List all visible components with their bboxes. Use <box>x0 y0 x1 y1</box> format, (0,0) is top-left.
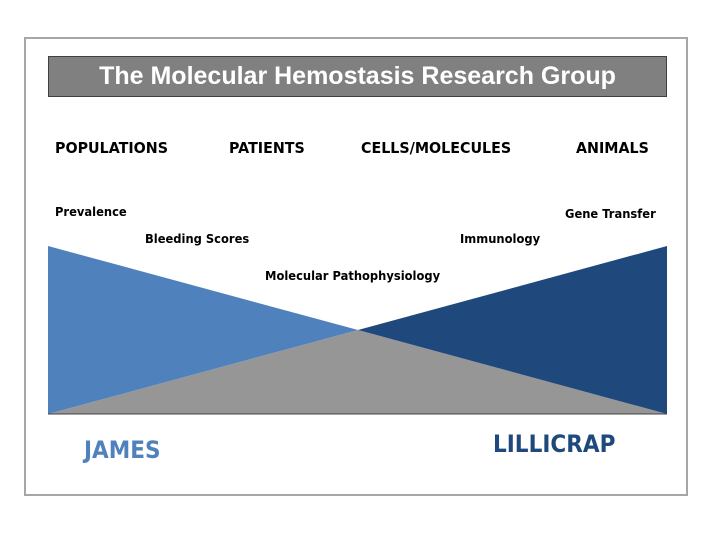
column-heading-patients: PATIENTS <box>229 139 305 157</box>
topic-immunology: Immunology <box>460 231 541 246</box>
left-wedge <box>48 246 358 414</box>
topic-molecular-pathophysiology: Molecular Pathophysiology <box>265 268 441 283</box>
column-heading-cells-molecules: CELLS/MOLECULES <box>361 139 512 157</box>
topic-prevalence: Prevalence <box>55 204 127 219</box>
column-heading-populations: POPULATIONS <box>55 139 168 157</box>
slide-frame <box>24 37 688 496</box>
topic-gene-transfer: Gene Transfer <box>565 206 656 221</box>
investigator-james: JAMES <box>84 436 161 464</box>
page-title: The Molecular Hemostasis Research Group <box>99 62 616 90</box>
title-bar: The Molecular Hemostasis Research Group <box>48 56 667 97</box>
investigator-lillicrap: LILLICRAP <box>493 430 616 458</box>
right-wedge <box>358 246 667 414</box>
topic-bleeding-scores: Bleeding Scores <box>145 231 250 246</box>
column-heading-animals: ANIMALS <box>576 139 649 157</box>
bottom-shared-wedge <box>48 330 667 414</box>
